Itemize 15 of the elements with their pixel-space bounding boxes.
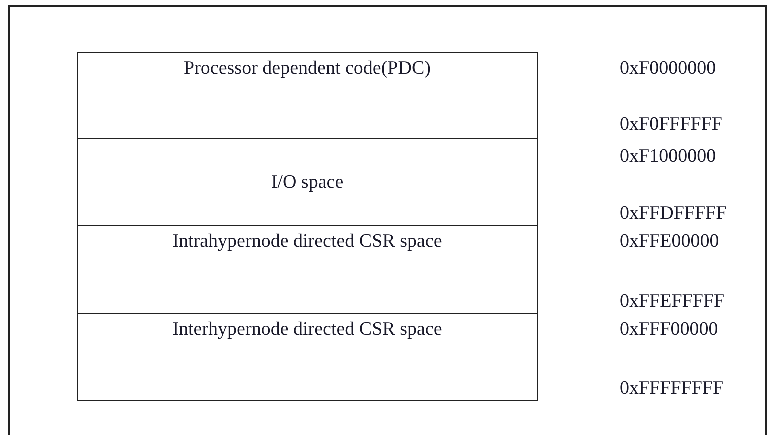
memory-region-box	[77, 225, 538, 316]
address-label: 0xFFDFFFFF	[620, 203, 727, 225]
address-label: 0xFFF00000	[620, 319, 718, 341]
region-name: Processor dependent code(PDC)	[183, 57, 432, 80]
address-label: 0xFFEFFFFF	[620, 291, 725, 313]
memory-region-box	[77, 138, 538, 228]
address-label: 0xF0FFFFFF	[620, 114, 722, 136]
memory-region-box	[77, 313, 538, 401]
region-name: I/O space	[270, 171, 345, 194]
region-name: Intrahypernode directed CSR space	[172, 230, 444, 253]
address-label: 0xF0000000	[620, 58, 716, 80]
address-label: 0xF1000000	[620, 146, 716, 168]
address-label: 0xFFFFFFFF	[620, 378, 724, 400]
region-name: Interhypernode directed CSR space	[172, 318, 444, 341]
address-label: 0xFFE00000	[620, 231, 720, 253]
